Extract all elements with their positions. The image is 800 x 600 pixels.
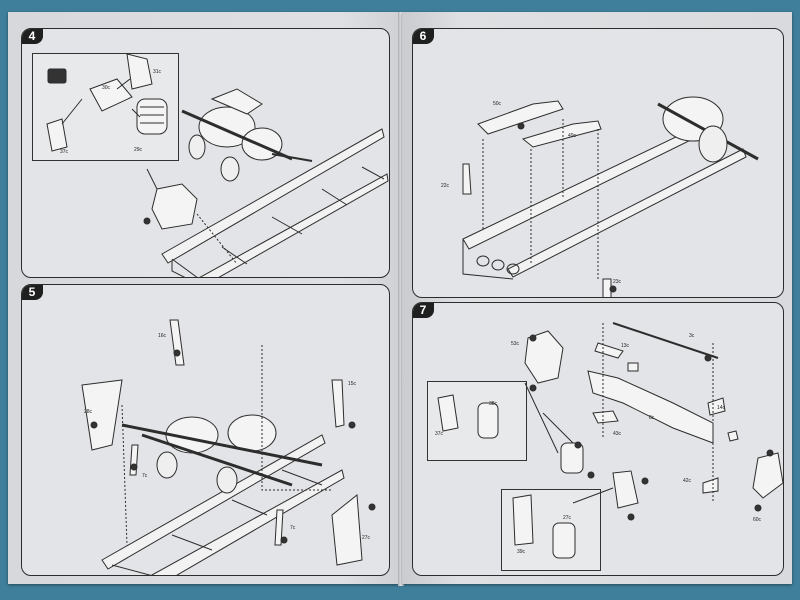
- step-number: 7: [413, 303, 434, 318]
- part-label: 7c: [290, 525, 296, 531]
- part-label: 42c: [683, 478, 692, 484]
- part-label: 43c: [613, 431, 622, 437]
- part-label: 37c: [435, 431, 444, 437]
- step-4-panel: 4: [21, 28, 390, 278]
- left-page: 4: [8, 12, 400, 584]
- step-number: 5: [22, 285, 43, 300]
- part-label: 53c: [511, 341, 520, 347]
- part-label: 31c: [153, 69, 162, 75]
- part-label: 38c: [489, 401, 498, 407]
- right-page: 6 50c: [402, 12, 792, 584]
- step-4-drawing: [46, 53, 389, 277]
- part-label: 39c: [517, 549, 526, 555]
- part-label: 27c: [362, 535, 371, 541]
- part-label: 15c: [348, 381, 357, 387]
- part-label: 3c: [689, 333, 695, 339]
- part-label: 16c: [158, 333, 167, 339]
- part-label: 22c: [441, 183, 450, 189]
- step-number: 4: [22, 29, 43, 44]
- booklet-spine: [398, 12, 404, 586]
- part-label: 60c: [753, 517, 762, 523]
- part-label: 14c: [717, 405, 726, 411]
- part-label: 29c: [134, 147, 143, 153]
- part-label: 27c: [563, 515, 572, 521]
- part-label: 50c: [493, 101, 502, 107]
- step-number: 6: [413, 29, 434, 44]
- part-label: 13c: [621, 343, 630, 349]
- step-7-panel: 7: [412, 302, 784, 576]
- part-label: 37c: [60, 149, 69, 155]
- part-label: 23c: [613, 279, 622, 285]
- step-6-panel: 6 50c: [412, 28, 784, 298]
- step-5-panel: 5: [21, 284, 390, 576]
- part-label: 8c: [649, 415, 655, 421]
- part-label: 30c: [102, 85, 111, 91]
- step-5-drawing: [81, 319, 376, 575]
- part-label: 7c: [142, 473, 148, 479]
- step-6-drawing: [462, 96, 759, 297]
- part-label: 49c: [568, 133, 577, 139]
- part-label: 28c: [84, 409, 93, 415]
- step-7-drawing: [437, 322, 783, 559]
- instruction-booklet: 4: [8, 12, 792, 592]
